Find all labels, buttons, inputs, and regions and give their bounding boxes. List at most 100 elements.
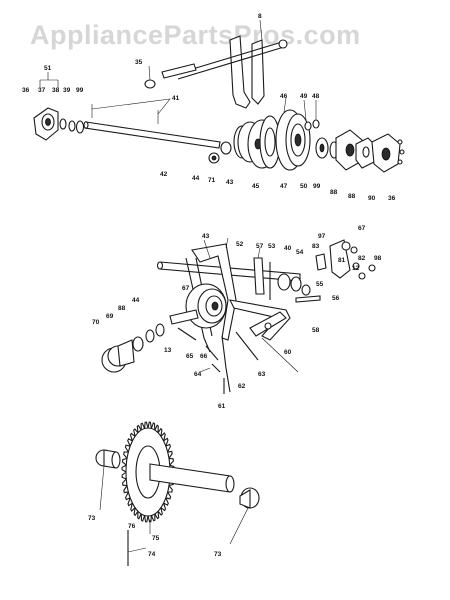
label-67-b: 67 <box>182 285 190 292</box>
bottom-labels: 73 76 74 75 73 <box>88 515 222 558</box>
middle-assembly <box>101 237 376 394</box>
label-88: 88 <box>330 189 338 196</box>
label-49: 49 <box>300 93 308 100</box>
part-47-pulley <box>275 109 311 171</box>
label-60: 60 <box>284 349 292 356</box>
part-76-gear <box>121 421 175 523</box>
label-39: 39 <box>63 87 71 94</box>
top-assembly <box>33 19 405 173</box>
label-52: 52 <box>236 241 244 248</box>
part-54-nut <box>290 276 302 292</box>
label-45: 45 <box>252 183 260 190</box>
label-43-b: 43 <box>202 233 210 240</box>
label-62: 62 <box>238 383 246 390</box>
part-66-spring <box>205 345 219 361</box>
label-47: 47 <box>280 183 288 190</box>
part-60-link <box>249 311 287 337</box>
part-82-nut <box>352 262 360 270</box>
label-36-b: 36 <box>388 195 396 202</box>
part-70-knob <box>101 339 135 373</box>
label-35: 35 <box>135 59 143 66</box>
part-44-washer-b <box>155 323 165 337</box>
label-88-b: 88 <box>348 193 356 200</box>
label-54: 54 <box>296 249 304 256</box>
label-13: 13 <box>164 347 172 354</box>
part-49-washer <box>304 121 312 131</box>
label-76: 76 <box>128 523 136 530</box>
part-38-washer <box>59 118 67 130</box>
label-58: 58 <box>312 327 320 334</box>
label-75: 75 <box>152 535 160 542</box>
part-99-ring <box>75 120 85 134</box>
part-44-washer <box>220 141 232 155</box>
label-67: 67 <box>358 225 366 232</box>
label-73: 73 <box>88 515 96 522</box>
label-53: 53 <box>268 243 276 250</box>
part-56-bolt <box>295 295 321 303</box>
label-41: 41 <box>172 95 180 102</box>
part-37-hub <box>33 107 59 141</box>
label-74: 74 <box>148 551 156 558</box>
part-69-bushing <box>132 336 144 352</box>
part-98-pin <box>368 264 376 272</box>
label-42: 42 <box>160 171 168 178</box>
part-62-arm <box>221 335 231 393</box>
label-57: 57 <box>256 243 264 250</box>
part-42-shaft <box>83 121 221 149</box>
part-39-washer <box>68 120 76 132</box>
middle-labels: 43 52 57 53 40 54 97 83 67 81 82 12 98 5… <box>92 225 382 410</box>
part-88-ring <box>145 329 155 343</box>
label-43: 43 <box>226 179 234 186</box>
part-90-flange <box>371 133 401 173</box>
label-63: 63 <box>258 371 266 378</box>
label-37: 37 <box>38 87 46 94</box>
top-labels: 8 35 51 36 37 38 39 99 41 42 46 49 48 44… <box>22 13 396 202</box>
part-50-hub <box>315 137 329 159</box>
label-65: 65 <box>186 353 194 360</box>
part-57-pin <box>253 257 265 295</box>
part-67-pulley <box>185 283 227 329</box>
part-75-axle <box>149 463 235 493</box>
label-56: 56 <box>332 295 340 302</box>
bottom-assembly <box>95 421 260 566</box>
label-99-b: 99 <box>313 183 321 190</box>
part-88-flange-b <box>355 137 377 169</box>
label-8: 8 <box>258 13 262 20</box>
label-90: 90 <box>368 195 376 202</box>
label-99: 99 <box>76 87 84 94</box>
label-83: 83 <box>312 243 320 250</box>
label-82: 82 <box>358 255 366 262</box>
part-73-bushing-right <box>239 487 260 509</box>
label-50: 50 <box>300 183 308 190</box>
label-98: 98 <box>374 255 382 262</box>
label-66: 66 <box>200 353 208 360</box>
label-48: 48 <box>312 93 320 100</box>
label-51: 51 <box>44 65 52 72</box>
part-63-arm <box>235 331 259 361</box>
part-45-disc <box>259 115 281 169</box>
part-65-rod <box>177 327 197 341</box>
part-58-lever <box>229 299 291 341</box>
part-40-washer <box>277 273 291 291</box>
part-55-washer <box>301 284 311 296</box>
label-44-b: 44 <box>132 297 140 304</box>
label-70: 70 <box>92 319 100 326</box>
label-71: 71 <box>208 177 216 184</box>
label-12: 12 <box>352 265 360 272</box>
watermark-text: AppliancePartsPros.com <box>30 20 361 50</box>
label-61: 61 <box>218 403 226 410</box>
part-13-pin <box>169 309 199 325</box>
label-44: 44 <box>192 175 200 182</box>
label-97: 97 <box>318 233 326 240</box>
part-48-nut <box>312 119 320 129</box>
part-73-bushing-left <box>95 449 121 469</box>
label-46: 46 <box>280 93 288 100</box>
label-38: 38 <box>52 87 60 94</box>
label-55: 55 <box>316 281 324 288</box>
label-64: 64 <box>194 371 202 378</box>
label-81: 81 <box>338 257 346 264</box>
part-67-nut <box>341 241 351 251</box>
label-69: 69 <box>106 313 114 320</box>
label-88-c: 88 <box>118 305 126 312</box>
